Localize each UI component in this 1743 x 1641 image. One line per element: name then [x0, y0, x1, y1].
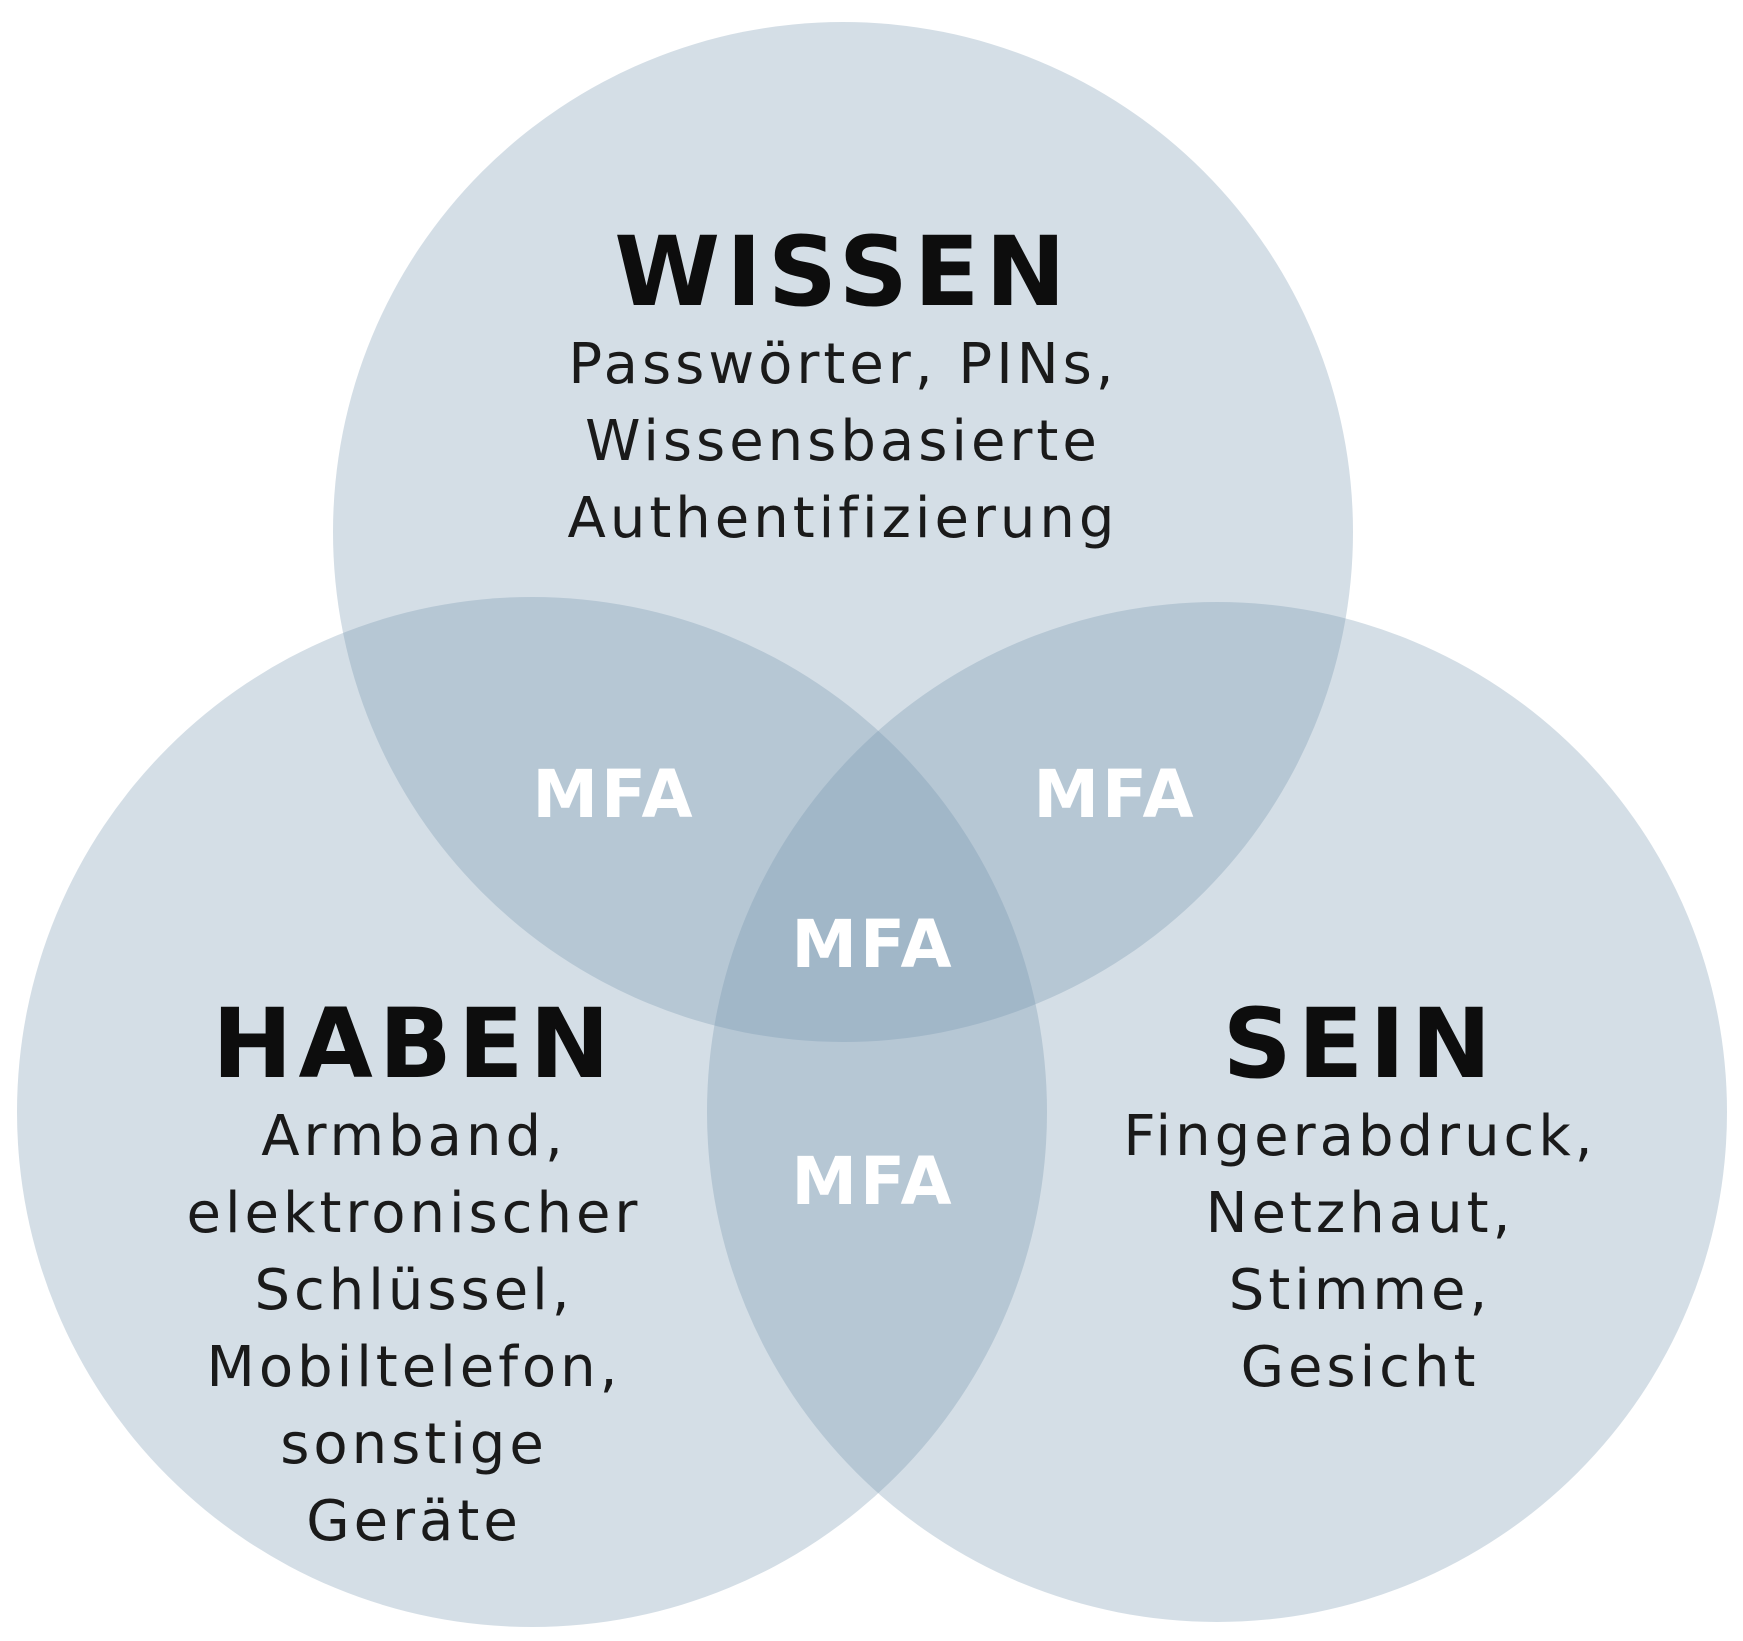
set-wissen: WISSEN Passwörter, PINs, Wissensbasierte… — [568, 216, 1119, 551]
set-item-line: Stimme, — [1229, 1258, 1491, 1323]
set-item-line: Geräte — [306, 1489, 522, 1554]
set-item-line: Authentifizierung — [568, 486, 1119, 551]
set-item-line: sonstige — [280, 1412, 548, 1477]
overlap-label-wissen-sein: MFA — [1033, 756, 1196, 833]
set-haben: HABEN Armband, elektronischer Schlüssel,… — [187, 988, 642, 1554]
set-item-line: Wissensbasierte — [585, 409, 1101, 474]
overlap-label-center: MFA — [791, 906, 954, 983]
circle-wissen — [333, 22, 1353, 1042]
overlap-labels: MFA MFA MFA MFA — [532, 756, 1196, 1220]
overlap-label-wissen-haben: MFA — [532, 756, 695, 833]
circles — [17, 22, 1727, 1627]
set-item-line: Armband, — [261, 1104, 567, 1169]
set-title-sein: SEIN — [1223, 988, 1498, 1100]
set-item-line: Schlüssel, — [254, 1258, 573, 1323]
set-title-haben: HABEN — [212, 988, 616, 1100]
overlap-label-haben-sein: MFA — [791, 1143, 954, 1220]
set-item-line: Fingerabdruck, — [1123, 1104, 1596, 1169]
set-item-line: Mobiltelefon, — [207, 1335, 622, 1400]
set-item-line: Netzhaut, — [1206, 1181, 1515, 1246]
set-item-line: Gesicht — [1241, 1335, 1480, 1400]
set-item-line: Passwörter, PINs, — [568, 332, 1117, 397]
set-title-wissen: WISSEN — [614, 216, 1072, 328]
circle-haben — [17, 597, 1047, 1627]
circle-sein — [707, 602, 1727, 1622]
set-item-line: elektronischer — [187, 1181, 642, 1246]
set-sein: SEIN Fingerabdruck, Netzhaut, Stimme, Ge… — [1123, 988, 1596, 1400]
